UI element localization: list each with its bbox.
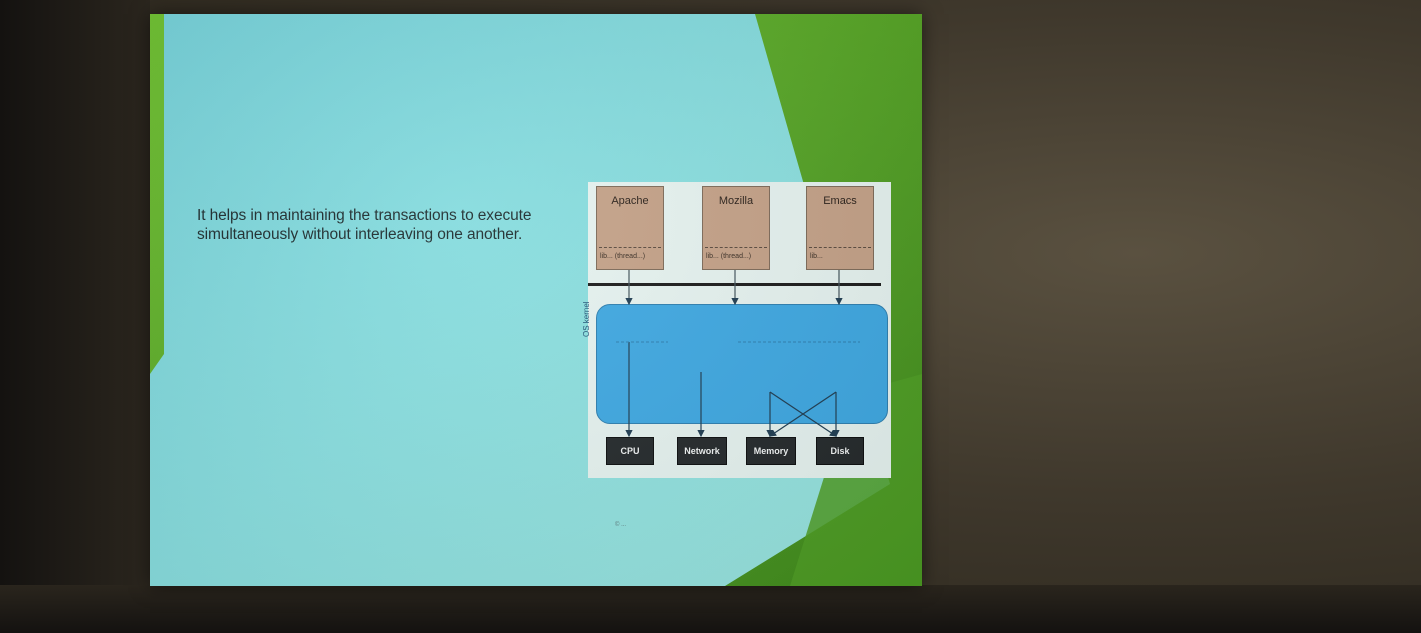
projector-screen: It helps in maintaining the transactions… <box>150 14 922 586</box>
room-shadow-left <box>0 0 150 633</box>
hw-disk: Disk <box>816 437 864 465</box>
room-shadow-bottom <box>0 585 1421 633</box>
slide-footer: © ... <box>615 522 627 528</box>
divider <box>705 247 767 248</box>
app-box-apache: Apache lib... (thread...) <box>596 186 664 270</box>
app-lib-label: lib... (thread...) <box>706 253 752 260</box>
app-box-emacs: Emacs lib... <box>806 186 874 270</box>
app-box-mozilla: Mozilla lib... (thread...) <box>702 186 770 270</box>
hw-memory: Memory <box>746 437 796 465</box>
app-name: Emacs <box>823 195 857 207</box>
divider <box>599 247 661 248</box>
hw-network: Network <box>677 437 727 465</box>
divider <box>809 247 871 248</box>
app-name: Apache <box>611 195 649 207</box>
app-lib-label: lib... (thread...) <box>600 253 646 260</box>
app-lib-label: lib... <box>810 253 823 260</box>
os-kernel-diagram: Apache lib... (thread...) Mozilla lib...… <box>582 182 891 478</box>
arrow-cross-2 <box>769 391 837 437</box>
slide-body-text: It helps in maintaining the transactions… <box>197 207 532 243</box>
diagram-arrows <box>616 270 860 438</box>
app-name: Mozilla <box>718 195 754 207</box>
hw-cpu: CPU <box>606 437 654 465</box>
kernel-box <box>596 304 888 424</box>
